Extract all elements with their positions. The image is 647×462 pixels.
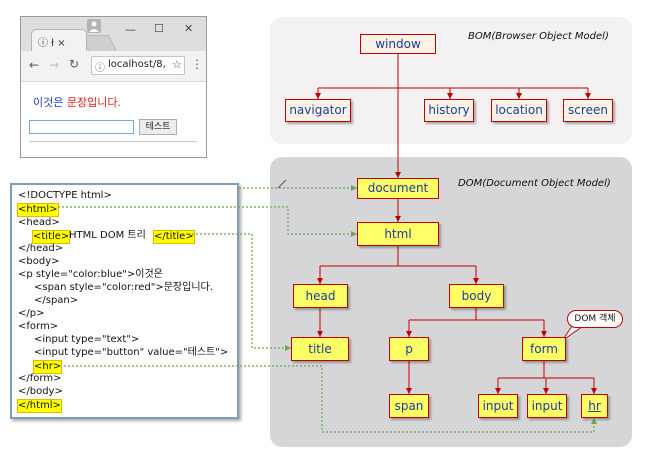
code-line-p-open: <p style="color:blue">이것은 [18, 269, 163, 280]
node-input-1: input [478, 394, 518, 418]
code-line-body-open: <body> [18, 256, 60, 267]
code-line-form-open: <form> [18, 321, 59, 332]
tab-title: ⓘ ł × [38, 38, 66, 49]
code-line-span-close: </span> [34, 295, 79, 306]
browser-tab[interactable]: ⓘ ł × [31, 29, 87, 51]
code-line-p-close: </p> [18, 308, 45, 319]
menu-icon[interactable]: ⋮ [191, 57, 203, 71]
dom-tree-lines [319, 199, 595, 394]
node-navigator: navigator [285, 99, 351, 122]
test-button[interactable]: 테스트 [139, 119, 177, 135]
mapping-dotted-lines [58, 187, 595, 433]
bom-panel [270, 17, 632, 144]
code-line-input-text: <input type="text"> [34, 334, 140, 345]
reload-icon[interactable]: ↻ [69, 57, 80, 71]
dom-title: DOM(Document Object Model) [458, 178, 611, 189]
node-form: form [522, 337, 566, 361]
node-hr: hr [581, 394, 608, 418]
bom-title: BOM(Browser Object Model) [468, 31, 609, 42]
page-paragraph: 이것은 문장입니다. [33, 94, 121, 110]
toolbar: ← → ↻ ⓘ localhost/8, ☆ ⋮ [21, 51, 206, 82]
node-history: history [424, 99, 474, 122]
pencil-icon [277, 179, 287, 189]
profile-icon[interactable] [87, 19, 101, 33]
node-location: location [491, 99, 547, 122]
close-button[interactable]: ✕ [184, 22, 194, 35]
code-line-html-close: </html> [17, 399, 62, 413]
node-input-2: input [527, 394, 567, 418]
maximize-button[interactable]: ☐ [154, 22, 164, 35]
code-line-head-close: </head> [18, 243, 64, 254]
info-icon: ⓘ [95, 63, 105, 74]
mapping-arrowheads [285, 185, 597, 424]
browser-window: ⓘ ł × — ☐ ✕ ← → ↻ ⓘ localhost/8, ☆ ⋮ 이것은… [20, 16, 207, 158]
code-line-head-open: <head> [18, 217, 60, 228]
node-html: html [357, 222, 439, 246]
code-line-title-close: </title> [153, 230, 195, 244]
node-screen: screen [563, 99, 613, 122]
back-arrow-icon[interactable]: ← [29, 58, 40, 72]
forward-arrow-icon[interactable]: → [49, 58, 60, 72]
url-text: localhost/8, [108, 59, 166, 70]
code-line-title-open: <title> [32, 230, 71, 244]
node-document: document [357, 178, 439, 199]
blue-text: 이것은 [33, 96, 67, 109]
node-p: p [389, 337, 429, 361]
code-line-title-text: HTML DOM 트리 [69, 230, 146, 241]
dom-object-callout: DOM 객체 [567, 310, 623, 328]
code-line-span-open: <span style="color:red">문장입니다. [34, 282, 213, 293]
text-input[interactable] [29, 120, 134, 134]
node-title: title [291, 337, 349, 361]
code-line-doctype: <!DOCTYPE html> [18, 190, 112, 201]
code-line-input-button: <input type="button" value="테스트"> [34, 347, 229, 358]
address-bar[interactable]: ⓘ localhost/8, ☆ [91, 56, 185, 75]
code-line-hr: <hr> [33, 360, 63, 374]
star-icon[interactable]: ☆ [172, 58, 182, 71]
node-head: head [293, 284, 348, 308]
node-window: window [360, 34, 436, 54]
node-body: body [449, 284, 504, 308]
tab-bar: ⓘ ł × — ☐ ✕ [21, 17, 206, 52]
minimize-button[interactable]: — [125, 23, 136, 36]
red-span-text: 문장입니다. [66, 96, 121, 109]
html-source-code: <!DOCTYPE html> <html> <head> <title> HT… [10, 183, 239, 419]
code-line-body-close: </body> [18, 386, 63, 397]
node-span: span [389, 394, 429, 418]
tree-arrowheads [315, 93, 597, 394]
code-line-form-close: </form> [18, 373, 62, 384]
horizontal-rule [29, 141, 197, 142]
code-line-html-open: <html> [17, 203, 59, 217]
